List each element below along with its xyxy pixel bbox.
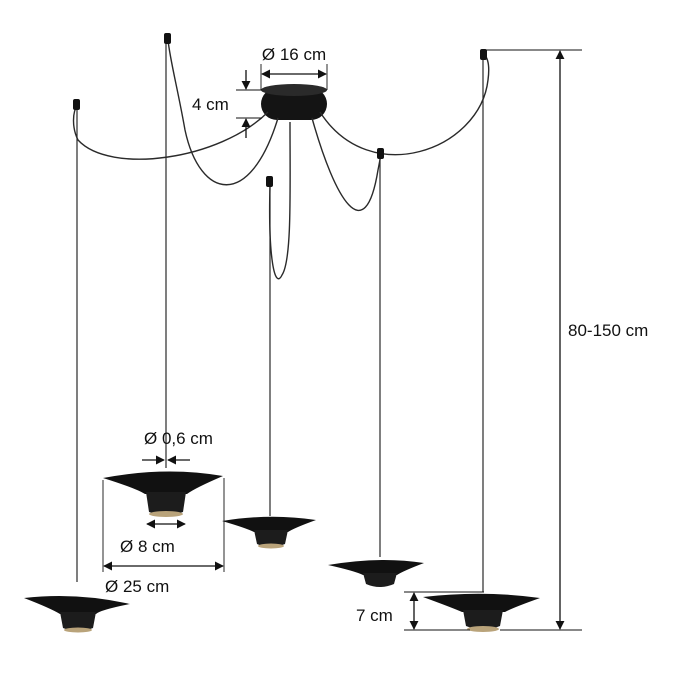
hanging-length-label: 80-150 cm bbox=[568, 321, 648, 340]
shade-diameter-label: Ø 25 cm bbox=[105, 577, 169, 596]
neck-diameter-label: Ø 8 cm bbox=[120, 537, 175, 556]
canopy-height-label: 4 cm bbox=[192, 95, 229, 114]
pendant-shade-1 bbox=[24, 596, 130, 633]
dimension-hanging-length: 80-150 cm bbox=[484, 49, 648, 631]
dimension-cable-diameter: Ø 0,6 cm bbox=[142, 429, 213, 465]
shade-height-label: 7 cm bbox=[356, 606, 393, 625]
cable-diameter-label: Ø 0,6 cm bbox=[144, 429, 213, 448]
pendant-shade-3 bbox=[222, 516, 316, 549]
ceiling-canopy bbox=[261, 84, 327, 120]
cable-hooks bbox=[73, 33, 487, 187]
canopy-diameter-label: Ø 16 cm bbox=[262, 45, 326, 64]
dimension-canopy-diameter: Ø 16 cm bbox=[260, 45, 328, 90]
pendant-shade-5 bbox=[423, 593, 540, 632]
pendant-shade-2 bbox=[103, 471, 223, 517]
dimension-neck-diameter: Ø 8 cm bbox=[120, 519, 186, 556]
suspension-rods bbox=[76, 44, 484, 592]
suspension-cables bbox=[72, 39, 490, 280]
dimension-shade-height: 7 cm bbox=[356, 591, 484, 631]
dimension-canopy-height: 4 cm bbox=[192, 70, 262, 138]
pendant-shade-4 bbox=[328, 559, 424, 587]
dimension-shade-diameter: Ø 25 cm bbox=[102, 478, 225, 596]
